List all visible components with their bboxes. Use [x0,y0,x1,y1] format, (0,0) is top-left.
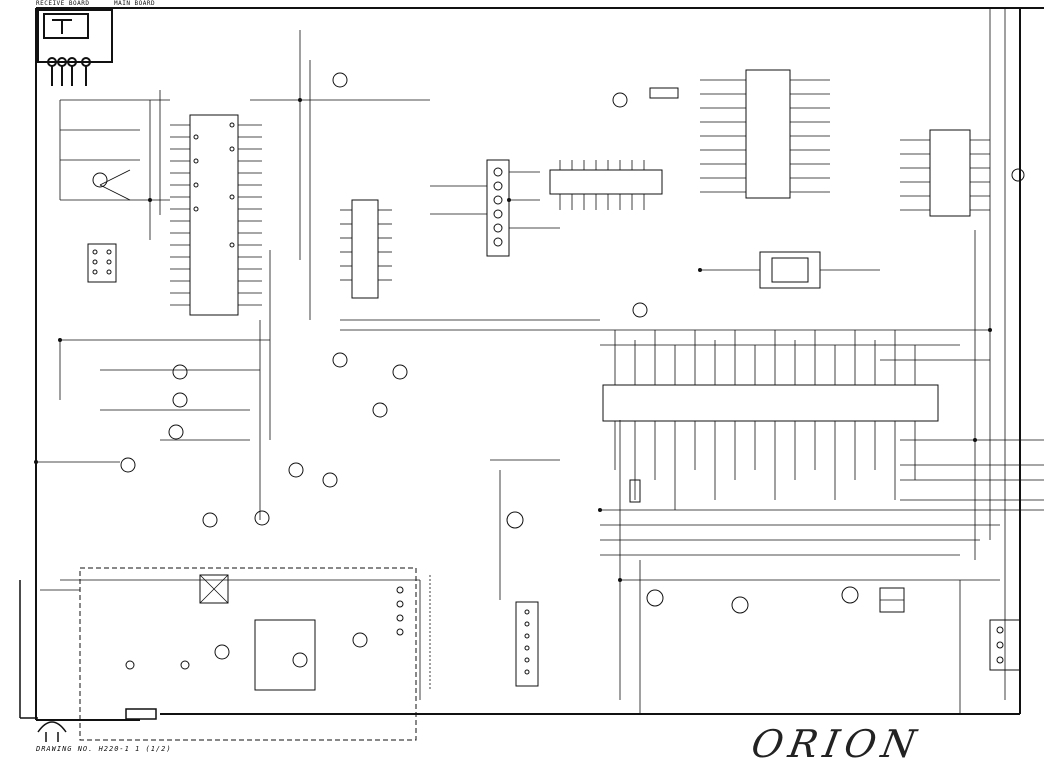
top-right-ic [612,69,830,199]
left-wiring [36,30,430,591]
middle-ic [340,199,600,331]
ac-plug [19,580,157,742]
av-connector-block [430,159,560,257]
upper-middle-ic [549,160,663,210]
brand-signature: ORION [748,722,926,761]
outer-frame [35,7,1044,721]
left-connector [87,243,117,283]
right-top-ic [900,8,1025,700]
lower-right-wiring [600,420,1044,714]
drawing-number: DRAWING NO. H220-1 1 (1/2) [36,745,172,753]
power-supply-section [79,567,431,741]
transistors-left [92,72,408,528]
filter-block [632,251,880,318]
microcontroller-ic [170,114,262,316]
misc-nodes [34,98,992,582]
lower-right-devices [646,586,1021,671]
receive-board-connector [37,9,113,86]
main-board-label: MAIN BOARD [114,0,156,7]
receive-board-label: RECEIVE BOARD [36,0,90,7]
bottom-connector [490,459,641,687]
jungle-ic [580,329,990,510]
